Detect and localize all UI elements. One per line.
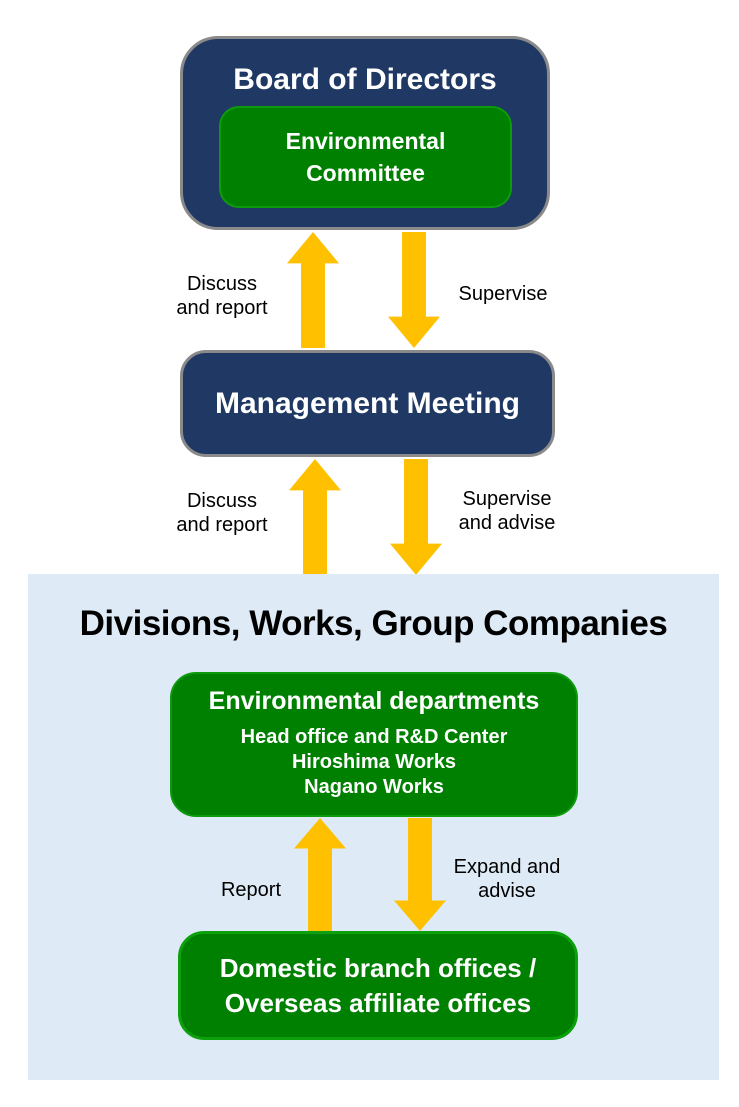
divisions-panel: Divisions, Works, Group Companies Enviro…: [28, 574, 719, 1080]
branch-offices-box: Domestic branch offices / Overseas affil…: [178, 931, 578, 1040]
flow1-up-arrow: [287, 232, 339, 348]
flow1-up-label: Discuss and report: [176, 273, 268, 319]
board-of-directors-title: Board of Directors: [233, 63, 497, 96]
flow3-up-arrow: [294, 818, 346, 931]
divisions-panel-title: Divisions, Works, Group Companies: [79, 604, 668, 643]
branch-offices-label: Domestic branch offices / Overseas affil…: [219, 952, 537, 1018]
environmental-departments-items: Head office and R&D Center Hiroshima Wor…: [172, 725, 576, 800]
flow3-down-label: Expand and advise: [453, 856, 561, 902]
flow2-up-arrow: [289, 459, 341, 575]
management-meeting-box: Management Meeting: [180, 350, 555, 457]
environmental-departments-title: Environmental departments: [208, 687, 540, 715]
env-dept-item-head-office: Head office and R&D Center: [240, 726, 508, 748]
flow1-down-label: Supervise: [458, 283, 548, 305]
board-of-directors-box: Board of Directors Environmental Committ…: [180, 36, 550, 230]
flow2-down-label: Supervise and advise: [458, 488, 556, 534]
env-dept-item-hiroshima-works: Hiroshima Works: [291, 751, 457, 773]
management-meeting-title: Management Meeting: [214, 386, 521, 420]
environmental-departments-box: Environmental departments Head office an…: [170, 672, 578, 817]
flow1-down-arrow: [388, 232, 440, 348]
environmental-committee-label: Environmental Committee: [285, 128, 446, 186]
flow3-up-label: Report: [220, 879, 282, 901]
flow2-down-arrow: [390, 459, 442, 575]
env-dept-item-nagano-works: Nagano Works: [304, 776, 444, 798]
environmental-committee-box: Environmental Committee: [219, 106, 512, 208]
flow2-up-label: Discuss and report: [176, 490, 268, 536]
